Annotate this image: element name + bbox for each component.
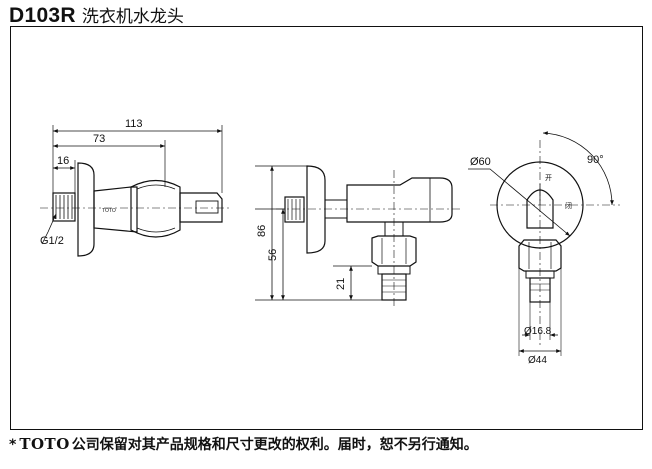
wall-flange — [77, 162, 95, 257]
front-view — [255, 165, 460, 306]
front-inlet-thread — [284, 196, 305, 223]
front-flange — [306, 165, 326, 254]
drawing-frame — [10, 26, 643, 430]
dim-nozzle-diameter: Ø16.8 — [524, 326, 552, 337]
dim-nozzle-height: 21 — [335, 278, 347, 290]
handle-knob — [130, 179, 181, 238]
header: D103R 洗衣机水龙头 — [9, 2, 184, 27]
dim-body-length: 73 — [93, 133, 105, 145]
dim-rotation-angle: 90° — [587, 154, 604, 166]
dim-thread: G1/2 — [40, 235, 64, 247]
dim-inlet-length: 16 — [57, 155, 69, 167]
dim-overall-length: 113 — [125, 118, 143, 130]
inlet-thread — [52, 192, 76, 222]
product-name: 洗衣机水龙头 — [81, 7, 184, 27]
mark-close: 闭 — [565, 202, 572, 210]
side-view: TOTO — [40, 125, 230, 257]
valve-body — [93, 186, 138, 233]
dim-total-height: 86 — [256, 225, 268, 237]
footer-notice: * TOTO 公司保留对其产品规格和尺寸更改的权利。届时，恕不另行通知。 — [9, 434, 478, 454]
dim-outlet-diameter: Ø44 — [528, 355, 547, 366]
spout — [179, 192, 223, 223]
front-hex-nut — [371, 235, 417, 267]
product-logo: TOTO — [102, 208, 116, 214]
dim-outlet-height: 56 — [267, 249, 279, 261]
mark-open: 开 — [545, 174, 552, 182]
footer-asterisk: * — [9, 437, 17, 453]
end-view — [468, 131, 620, 356]
footer-brand: TOTO — [19, 435, 70, 453]
model-number: D103R — [9, 4, 76, 27]
dim-flange-diameter: Ø60 — [470, 156, 491, 168]
footer-text: 公司保留对其产品规格和尺寸更改的权利。届时，恕不另行通知。 — [71, 437, 478, 453]
front-valve-body — [346, 177, 453, 223]
